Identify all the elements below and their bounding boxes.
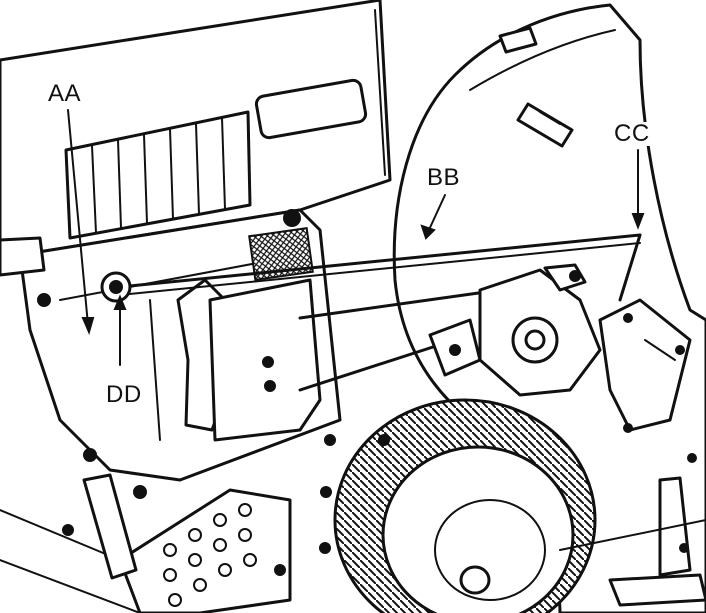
label-plate <box>254 78 368 140</box>
foot-step-plate <box>0 473 292 613</box>
label-bb: BB <box>425 164 463 191</box>
label-aa: AA <box>46 80 84 107</box>
lower-frame <box>0 208 342 482</box>
bolts <box>37 209 697 576</box>
leader-lines <box>67 109 645 366</box>
label-dd: DD <box>104 381 144 408</box>
knob-dd <box>100 271 132 303</box>
vent-louvers <box>64 110 252 240</box>
wheel <box>333 398 597 613</box>
linkage-rods <box>118 233 642 392</box>
idler-assembly <box>428 263 692 433</box>
support-bracket <box>559 476 706 607</box>
mesh-guard <box>248 227 314 281</box>
control-panel-body <box>0 0 392 262</box>
label-cc: CC <box>612 120 652 147</box>
